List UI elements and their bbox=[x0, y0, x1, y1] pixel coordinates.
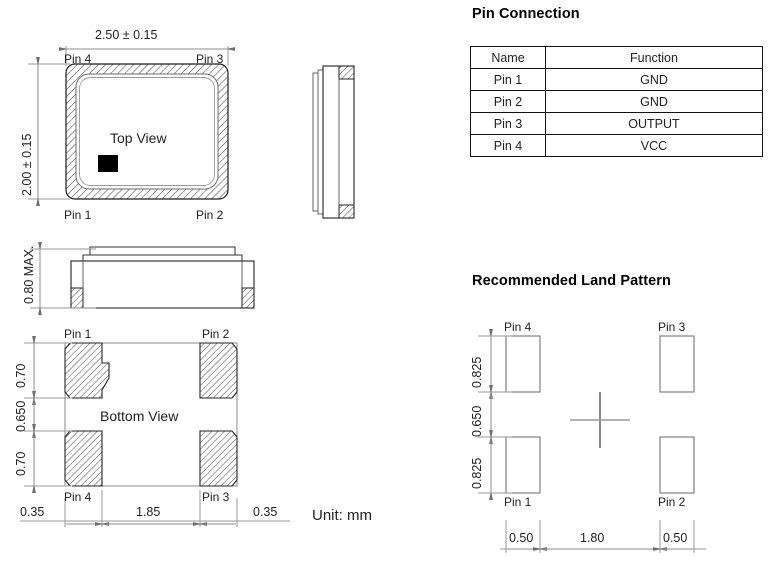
land-pattern-geometry bbox=[505, 335, 695, 494]
land-pattern-dim-0p50-right: 0.50 bbox=[663, 531, 688, 545]
bottom-view-dim-0p70-top: 0.70 bbox=[14, 363, 28, 388]
bottom-view-pin1-label: Pin 1 bbox=[64, 327, 92, 341]
cell-pin-function: OUTPUT bbox=[545, 112, 763, 135]
land-pattern-dim-0p825-top: 0.825 bbox=[470, 356, 484, 388]
unit-note: Unit: mm bbox=[312, 507, 372, 524]
cell-pin-function: GND bbox=[545, 68, 763, 91]
table-row: Pin 3 OUTPUT bbox=[470, 112, 763, 135]
side-profile-geometry bbox=[312, 65, 355, 219]
land-pattern-dim-1p80: 1.80 bbox=[580, 531, 605, 545]
land-pattern-dim-0p50-left: 0.50 bbox=[509, 531, 534, 545]
bottom-view-pin3-label: Pin 3 bbox=[202, 490, 230, 504]
land-pattern-horizontal-dimensions bbox=[500, 520, 706, 553]
top-view-pin4-label: Pin 4 bbox=[64, 52, 92, 66]
header-cell-name: Name bbox=[470, 46, 546, 69]
header-cell-function: Function bbox=[545, 46, 763, 69]
table-header-row: Name Function bbox=[470, 46, 763, 69]
bottom-view-dim-0p35-left: 0.35 bbox=[20, 505, 45, 519]
cell-pin-name: Pin 4 bbox=[470, 134, 546, 157]
land-pattern-pin2-label: Pin 2 bbox=[658, 495, 686, 509]
top-view-title: Top View bbox=[110, 130, 167, 146]
top-view-pin3-label: Pin 3 bbox=[196, 52, 224, 66]
top-view-height-dim-label: 2.00 ± 0.15 bbox=[20, 133, 34, 196]
land-pattern-pin4-label: Pin 4 bbox=[504, 320, 532, 334]
top-view-height-dimension bbox=[28, 57, 70, 206]
top-view-pin2-label: Pin 2 bbox=[196, 208, 224, 222]
land-pattern-pin1-label: Pin 1 bbox=[504, 495, 532, 509]
table-row: Pin 1 GND bbox=[470, 68, 763, 91]
bottom-view-dim-0p35-right: 0.35 bbox=[253, 505, 278, 519]
front-elevation-geometry bbox=[70, 246, 255, 309]
pin-connection-title: Pin Connection bbox=[472, 6, 580, 22]
top-view-pin1-label: Pin 1 bbox=[64, 208, 92, 222]
table-row: Pin 4 VCC bbox=[470, 134, 763, 157]
bottom-view-dim-0p70-bottom: 0.70 bbox=[14, 451, 28, 476]
bottom-view-geometry bbox=[64, 342, 238, 487]
bottom-view-title: Bottom View bbox=[100, 408, 179, 424]
cell-pin-function: VCC bbox=[545, 134, 763, 157]
land-pattern-title: Recommended Land Pattern bbox=[472, 273, 671, 289]
bottom-view-dim-0p650: 0.650 bbox=[14, 400, 28, 432]
cell-pin-name: Pin 3 bbox=[470, 112, 546, 135]
cell-pin-name: Pin 2 bbox=[470, 90, 546, 113]
front-view-height-dim-label: 0.80 MAX. bbox=[22, 245, 36, 304]
bottom-view-dim-1p85: 1.85 bbox=[136, 505, 161, 519]
cell-pin-name: Pin 1 bbox=[470, 68, 546, 91]
land-pattern-dim-0p650: 0.650 bbox=[470, 405, 484, 437]
top-view-geometry bbox=[65, 63, 229, 200]
front-view-height-dimension bbox=[30, 242, 96, 315]
top-view-width-dimension bbox=[59, 46, 235, 66]
table-row: Pin 2 GND bbox=[470, 90, 763, 113]
pin-connection-table: Name Function Pin 1 GND Pin 2 GND Pin 3 … bbox=[470, 46, 763, 157]
land-pattern-dim-0p825-bottom: 0.825 bbox=[470, 457, 484, 489]
land-pattern-pin3-label: Pin 3 bbox=[658, 320, 686, 334]
bottom-view-pin4-label: Pin 4 bbox=[64, 490, 92, 504]
top-view-width-dim-label: 2.50 ± 0.15 bbox=[95, 28, 158, 42]
land-pattern-vertical-dimensions bbox=[478, 329, 512, 500]
bottom-view-vertical-dimensions bbox=[24, 336, 72, 493]
bottom-view-pin2-label: Pin 2 bbox=[202, 327, 230, 341]
bottom-view-horizontal-dimensions bbox=[20, 490, 290, 527]
cell-pin-function: GND bbox=[545, 90, 763, 113]
